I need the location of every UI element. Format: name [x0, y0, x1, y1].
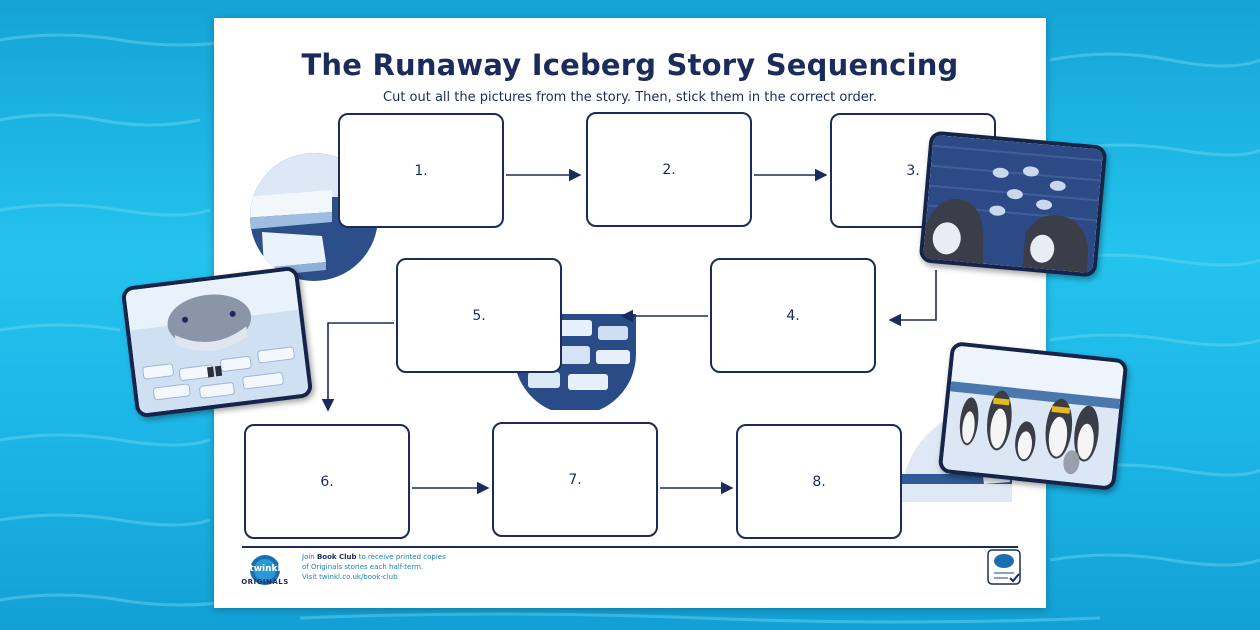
book-club-info: Join Book Club to receive printed copies… — [302, 552, 502, 582]
box-number: 5. — [472, 307, 486, 324]
sequence-box-1[interactable]: 1. — [338, 113, 504, 228]
sequence-box-2[interactable]: 2. — [586, 112, 752, 227]
penguins-watching-fish-card[interactable] — [918, 130, 1108, 278]
sequence-arrows — [321, 168, 937, 495]
sequence-box-6[interactable]: 6. — [244, 424, 410, 539]
box-number: 8. — [812, 473, 826, 490]
book-club-link[interactable]: Visit twinkl.co.uk/book-club — [302, 573, 398, 581]
worksheet-title: The Runaway Iceberg Story Sequencing — [301, 48, 959, 82]
arrow-5-to-6 — [321, 322, 394, 412]
penguin-colony-card[interactable] — [937, 341, 1129, 491]
originals-label: ORIGINALS — [241, 578, 289, 586]
box-number: 1. — [414, 162, 428, 179]
footer-divider — [242, 546, 1018, 548]
whale-in-ice-card[interactable] — [120, 265, 314, 419]
box-number: 2. — [662, 161, 676, 178]
sequence-box-4[interactable]: 4. — [710, 258, 876, 373]
sequence-box-7[interactable]: 7. — [492, 422, 658, 537]
box-number: 6. — [320, 473, 334, 490]
box-number: 3. — [906, 162, 920, 179]
arrow-3-to-4 — [888, 270, 937, 327]
penguin-colony-picture — [941, 345, 1125, 487]
twinkl-logo-word: twinkl — [249, 564, 281, 574]
penguins-watching-fish-picture — [922, 134, 1104, 274]
worksheet: The Runaway Iceberg Story Sequencing Cut… — [214, 18, 1046, 608]
twinkl-originals-logo — [250, 555, 280, 585]
whale-in-ice-picture — [125, 270, 309, 414]
box-number: 7. — [568, 471, 582, 488]
worksheet-instructions: Cut out all the pictures from the story.… — [383, 90, 877, 105]
sequence-box-8[interactable]: 8. — [736, 424, 902, 539]
quality-badge-icon — [987, 549, 1021, 585]
sequence-box-5[interactable]: 5. — [396, 258, 562, 373]
box-number: 4. — [786, 307, 800, 324]
